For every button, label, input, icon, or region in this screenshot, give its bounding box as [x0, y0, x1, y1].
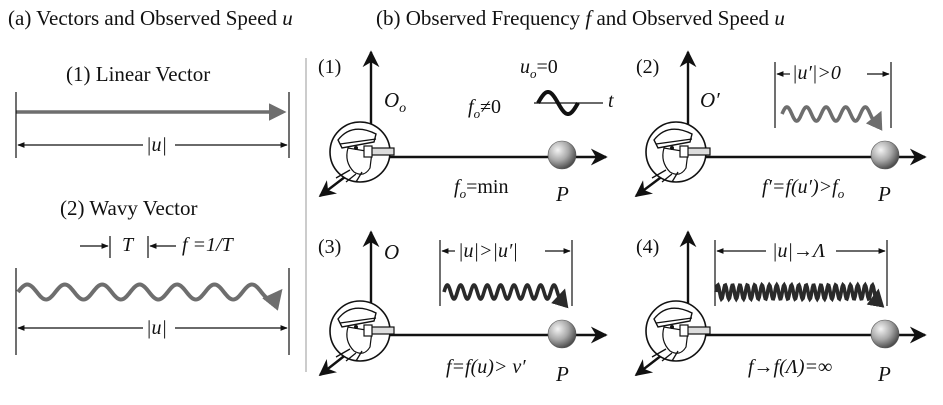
quadrant-4: [634, 230, 927, 377]
q2-formula-sub: o: [837, 186, 845, 201]
q1-freq-top-sub: o: [473, 106, 481, 121]
q1-index: (1): [318, 56, 342, 78]
q4-index: (4): [636, 236, 660, 258]
q1-freq-top-value: ≠0: [480, 96, 502, 118]
q1-observer-label: Oo: [384, 88, 406, 117]
panel-b-title-var-u: u: [774, 6, 785, 30]
q2-particle-p: [870, 140, 900, 170]
panel-b-title-prefix: (b) Observed Frequency: [376, 6, 586, 30]
panel-b-title-mid: and Observed Speed: [591, 6, 775, 30]
q2-speed-label: |u′|>0: [792, 62, 841, 84]
q3-target-label: P: [556, 362, 569, 386]
q4-formula: f→f(Λ)=∞: [748, 356, 833, 378]
q1-freq-bottom: fo=min: [454, 176, 508, 202]
q1-target-label: P: [556, 182, 569, 206]
q4-particle-p: [870, 319, 900, 349]
q4-target-label: P: [878, 362, 891, 386]
q1-speed-value: =0: [536, 56, 558, 78]
period-label: T: [122, 234, 134, 256]
q1-observer-sub: o: [399, 101, 407, 117]
q1-observer-letter: O: [384, 88, 400, 112]
q1-speed-label: uo=0: [520, 56, 558, 82]
linear-vector-caption: (1) Linear Vector: [66, 62, 211, 86]
q4-wavy-vector: [714, 281, 885, 308]
q1-freq-top: fo≠0: [468, 96, 501, 122]
q1-particle-p: [547, 140, 577, 170]
q3-speed-label: |u|>|u′|: [458, 240, 518, 262]
q2-index: (2): [636, 56, 660, 78]
panel-b-title-var-f: f: [585, 6, 592, 30]
wavy-vector-caption: (2) Wavy Vector: [60, 196, 198, 220]
q1-speed-var: u: [520, 56, 530, 78]
q4-speed-label: |u|→Λ: [772, 240, 826, 262]
q1-freq-bottom-sub: o: [459, 186, 467, 201]
q4-observer-icon: [645, 300, 711, 362]
panel-a-title-var: u: [282, 6, 293, 30]
q3-formula: f=f(u)> v′: [446, 356, 526, 378]
frequency-formula: f =1/T: [182, 234, 233, 256]
q3-observer-label: O: [384, 240, 400, 264]
q3-observer-icon: [329, 300, 395, 362]
linear-span-label: |u|: [146, 134, 167, 156]
q2-observer-label: O′: [700, 88, 720, 112]
q3-index: (3): [318, 236, 342, 258]
quadrant-2: [634, 50, 927, 198]
panel-a-title: (a) Vectors and Observed Speed u: [8, 6, 293, 31]
q2-target-label: P: [878, 182, 891, 206]
panel-a-title-text: (a) Vectors and Observed Speed: [8, 6, 283, 30]
q2-formula: f′=f(u′)>fo: [762, 176, 844, 202]
q2-formula-text: f′=f(u′)>f: [762, 176, 838, 198]
q1-speed-sub: o: [530, 66, 537, 81]
q1-wave-axis-label: t: [608, 90, 614, 112]
wavy-span-label: |u|: [146, 317, 167, 339]
q2-observer-icon: [645, 121, 711, 183]
q3-wavy-vector: [442, 283, 569, 309]
q1-observer-icon: [329, 121, 395, 183]
quadrant-3: [318, 230, 608, 377]
q2-wavy-vector: [780, 105, 883, 131]
panel-b-title: (b) Observed Frequency f and Observed Sp…: [376, 6, 785, 31]
q3-particle-p: [547, 319, 577, 349]
q1-freq-top-var: f: [468, 96, 474, 118]
q1-freq-bottom-value: =min: [466, 176, 509, 198]
quadrant-1: [318, 50, 608, 198]
wavy-vector-arrow: [16, 282, 283, 311]
q1-freq-bottom-var: f: [454, 176, 460, 198]
